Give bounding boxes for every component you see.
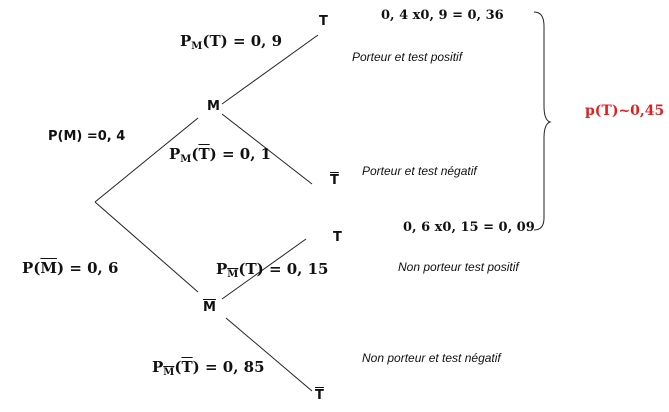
branch-root-Mbar xyxy=(94,201,199,293)
prob-Mbar-T-P: P xyxy=(216,260,228,278)
node-T-top: T xyxy=(319,14,328,29)
node-T-bar-bottom: T xyxy=(315,388,324,403)
prob-M-Tbar-open: ( xyxy=(191,145,199,163)
prob-M-T: PM(T) = 0, 9 xyxy=(180,34,282,52)
node-M-bar: M xyxy=(203,300,216,315)
prob-Mbar-T-sub: M xyxy=(227,269,239,280)
desc-noncarrier-negative: Non porteur et test négatif xyxy=(362,351,501,365)
node-T-bar-top: T xyxy=(330,173,339,188)
calc-noncarrier-positive: 0, 6 x0, 15 = 0, 09 xyxy=(403,220,535,235)
desc-carrier-negative: Porteur et test négatif xyxy=(362,164,477,178)
prob-M-Tbar-P: P xyxy=(169,145,181,163)
branch-root-M xyxy=(94,117,199,203)
prob-Mbar-Tbar-T: T xyxy=(181,358,193,376)
node-T-bottom: T xyxy=(333,230,342,245)
branch-Mbar-Tbar xyxy=(225,317,313,392)
prob-M-T-sub: M xyxy=(191,41,203,52)
prob-M: P(M) =0, 4 xyxy=(48,129,126,144)
right-curly-brace xyxy=(533,11,552,231)
prob-M-Tbar-rest: ) = 0, 1 xyxy=(209,145,272,163)
desc-noncarrier-positive: Non porteur test positif xyxy=(398,260,519,274)
prob-Mbar-T: PM(T) = 0, 15 xyxy=(216,262,328,280)
prob-Mbar-M: M xyxy=(40,259,57,277)
prob-Mbar-Tbar-rest: ) = 0, 85 xyxy=(192,358,265,376)
prob-Mbar: P(M) = 0, 6 xyxy=(22,259,119,277)
branch-Mbar-T xyxy=(221,238,307,300)
result-total-probability: p(T)~0,45 xyxy=(585,103,665,119)
prob-Mbar-Tbar-open: ( xyxy=(174,358,182,376)
prob-M-Tbar-T: T xyxy=(198,145,210,163)
prob-M-Tbar-sub: M xyxy=(180,154,192,165)
prob-Mbar-T-rest: (T) = 0, 15 xyxy=(238,260,329,278)
prob-Mbar-Tbar-sub: M xyxy=(163,367,175,378)
branch-M-T xyxy=(221,34,319,105)
branch-M-Tbar xyxy=(221,113,313,185)
desc-carrier-positive: Porteur et test positif xyxy=(352,50,463,64)
prob-M-T-rest: (T) = 0, 9 xyxy=(202,32,283,50)
node-M: M xyxy=(207,99,220,114)
calc-carrier-positive: 0, 4 x0, 9 = 0, 36 xyxy=(381,8,504,23)
prob-M-T-P: P xyxy=(180,32,192,50)
prob-M-Tbar: PM(T) = 0, 1 xyxy=(169,147,271,165)
prob-Mbar-Tbar: PM(T) = 0, 85 xyxy=(152,360,265,378)
prob-Mbar-Tbar-P: P xyxy=(152,358,164,376)
